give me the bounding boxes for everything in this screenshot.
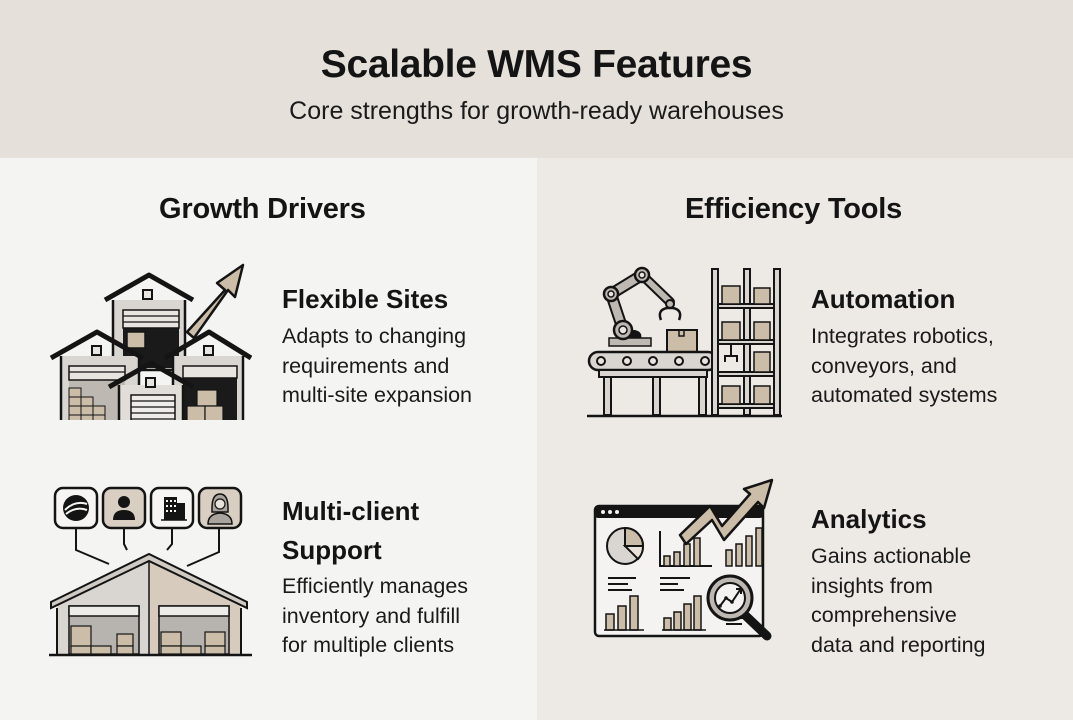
- feature-multi-client-support: Multi-client Support Efficiently manages…: [47, 484, 507, 664]
- feature-title: Analytics: [811, 504, 927, 534]
- column-title-efficiency-tools: Efficiency Tools: [685, 193, 903, 225]
- header-banner: Scalable WMS Features Core strengths for…: [0, 0, 1073, 158]
- multi-client-warehouse-icon: [49, 486, 252, 657]
- feature-description: Efficiently manages inventory and fulfil…: [282, 574, 469, 657]
- feature-description: Integrates robotics, conveyors, and auto…: [811, 324, 998, 407]
- warehouses-growth-icon: [49, 263, 252, 420]
- feature-flexible-sites: Flexible Sites Adapts to changing requir…: [47, 260, 507, 425]
- efficiency-tools-column: Efficiency Tools: [537, 158, 1073, 720]
- feature-description: Gains actionable insights from comprehen…: [811, 544, 986, 657]
- analytics-dashboard-icon: [593, 478, 774, 641]
- feature-title: Automation: [811, 284, 956, 314]
- robotic-arm-conveyor-icon: [587, 266, 782, 418]
- feature-analytics: Analytics Gains actionable insights from…: [592, 478, 1072, 678]
- feature-title: Multi-client Support: [282, 496, 420, 565]
- page-subtitle: Core strengths for growth-ready warehous…: [289, 97, 784, 125]
- growth-drivers-column: Growth Drivers: [0, 158, 537, 720]
- feature-automation: Automation Integrates robotics, conveyor…: [587, 264, 1067, 424]
- column-title-growth-drivers: Growth Drivers: [159, 193, 366, 225]
- feature-title: Flexible Sites: [282, 284, 449, 314]
- page-title: Scalable WMS Features: [320, 43, 753, 86]
- feature-description: Adapts to changing requirements and mult…: [282, 324, 473, 407]
